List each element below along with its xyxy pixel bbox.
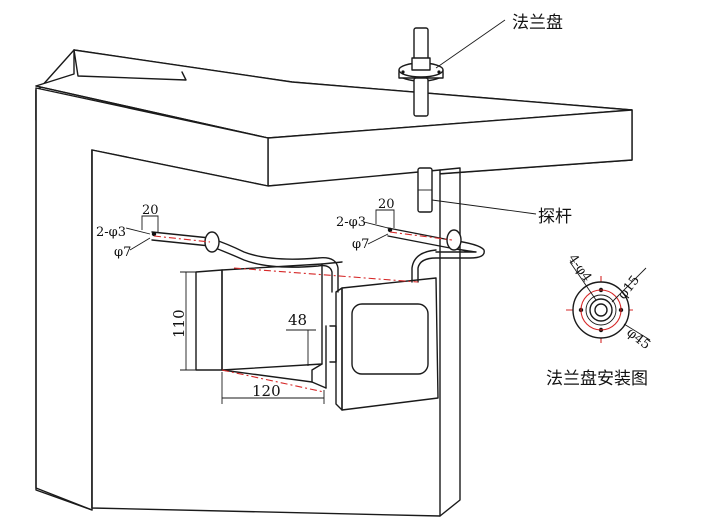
flange-label: 法兰盘 (512, 13, 563, 33)
window (351, 303, 429, 375)
right-flange-ring (446, 229, 462, 251)
left-flange-ring (204, 231, 220, 253)
right-dia-small: 2-φ3 (336, 215, 366, 230)
dimension-lines (180, 271, 325, 404)
door-plate (329, 277, 439, 411)
width-dim: 120 (252, 382, 281, 400)
probe-rod (417, 167, 433, 213)
left-dia-large: φ7 (114, 245, 131, 260)
leaders (125, 19, 537, 251)
flange-outer-dim: φ45 (624, 325, 653, 353)
right-len: 20 (378, 197, 395, 212)
right-probe-tip (387, 227, 393, 233)
probe-rod-label: 探杆 (538, 207, 572, 227)
depth-dim: 48 (288, 311, 307, 329)
flange-holes-dim: 4-φ4 (565, 252, 595, 285)
left-dia-small: 2-φ3 (96, 225, 126, 240)
flange-detail (569, 261, 651, 341)
left-len: 20 (142, 203, 159, 218)
right-dia-large: φ7 (352, 237, 369, 252)
left-probe-tip (151, 231, 157, 237)
flange-install-title: 法兰盘安装图 (546, 369, 648, 389)
opening-box (195, 261, 343, 389)
top-flange (398, 27, 444, 117)
tubing (151, 227, 485, 293)
height-dim: 110 (170, 309, 188, 338)
